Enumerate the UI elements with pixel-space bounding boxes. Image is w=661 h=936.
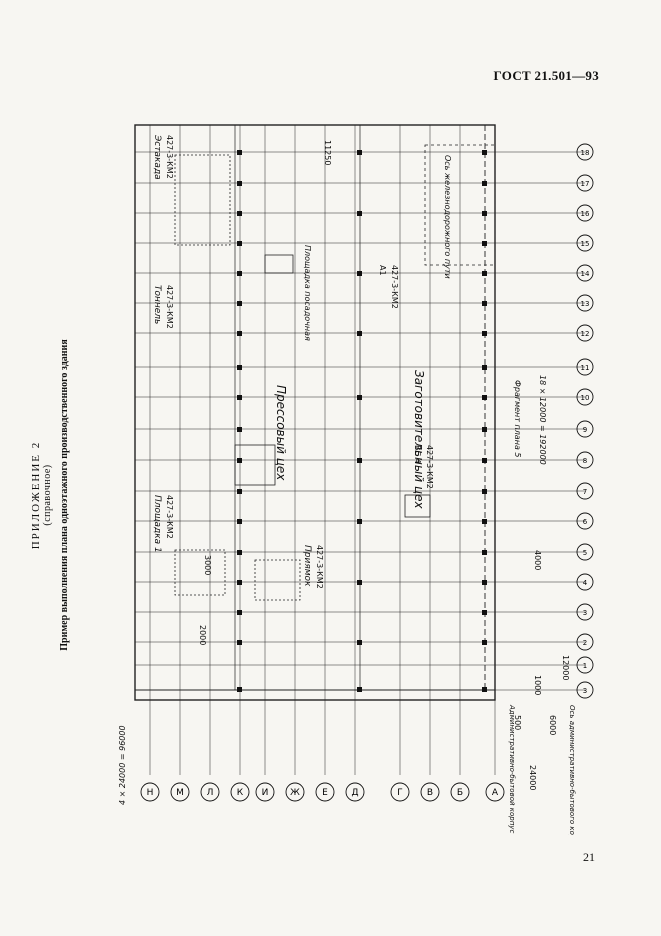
label-vs-code: 427-3-КМ2 [425, 445, 434, 489]
column-axis-label: 10 [581, 394, 590, 402]
row-axis-label: А [492, 788, 499, 798]
dimension-3000: 3000 [203, 555, 212, 575]
page-header-standard: ГОСТ 21.501—93 [493, 68, 599, 83]
label-bunker: Приямок [302, 545, 312, 587]
label-bunker-code: 427-3-КМ2 [315, 545, 324, 589]
column-axis-label: 8 [583, 457, 587, 465]
label-overpass: Эстакада [152, 134, 162, 180]
label-lantern-fragment: Фрагмент плана 5 [513, 380, 522, 457]
label-admin-axis: Ось административно-бытового корпуса [568, 705, 576, 835]
column-axis-label: 5 [583, 549, 587, 557]
building-outline [134, 124, 496, 701]
building-plan-drawing: Н М Л К И Ж Е Д Г В Б А 18 17 16 15 14 1… [118, 124, 594, 835]
row-axis-label: В [427, 788, 433, 798]
label-platform: Площадка 1 [152, 495, 162, 553]
column-axis-label: 7 [583, 488, 587, 496]
label-landing-platform: Площадка посадочная [303, 245, 312, 341]
row-axis-labels: Н М Л К И Ж Е Д Г В Б А [147, 788, 499, 798]
column-axis-label: 12 [581, 330, 590, 338]
label-platform-code: 427-3-КМ2 [165, 495, 174, 539]
row-axis-label: Н [147, 788, 154, 798]
column-axis-label: 17 [581, 180, 590, 188]
appendix-title: ПРИЛОЖЕНИЕ 2 [30, 440, 42, 550]
label-tunnel-code: 427-3-КМ2 [165, 285, 174, 329]
label-pressing-shop: Прессовый цех [274, 385, 288, 481]
column-axis-label: 3 [583, 609, 587, 617]
drawing-title: Пример выполнения плана одноэтажного про… [59, 339, 70, 651]
dimension-500: 500 [513, 715, 522, 730]
dimension-main-span: 18 × 12000 = 192000 [538, 375, 547, 465]
appendix-reference: (справочное) [42, 464, 53, 526]
label-a1: А1 [378, 265, 387, 276]
column-axis-label: 11 [581, 364, 590, 372]
row-axis-label: М [176, 788, 184, 798]
label-tunnel: Тоннель [152, 285, 162, 324]
column-axis-label: 1 [583, 662, 587, 670]
label-railway-axis: Ось железнодорожного пути [443, 155, 452, 279]
column-axis-label: 3 [583, 687, 587, 695]
row-axis-label: К [237, 788, 244, 798]
label-overpass-code: 427-3-КМ2 [165, 135, 174, 179]
dimension-2000: 2000 [198, 625, 207, 645]
structural-columns [237, 150, 487, 692]
column-axis-label: 4 [583, 579, 588, 587]
dimension-1000: 1000 [533, 675, 542, 695]
column-axis-label: 15 [581, 240, 590, 248]
dimension-11250: 11250 [323, 140, 332, 165]
column-axis-label: 2 [583, 639, 587, 647]
column-axis-markers [576, 143, 594, 699]
label-a1-code: 427-3-КМ2 [390, 265, 399, 309]
dimension-labels: 18 × 12000 = 192000 4 × 24000 = 96000 24… [118, 140, 570, 805]
column-axis-label: 16 [581, 210, 590, 218]
row-axis-label: Ж [290, 788, 300, 798]
row-axis-label: Е [322, 788, 328, 798]
column-axis-label: 18 [581, 149, 590, 157]
row-axis-label: Л [207, 788, 214, 798]
row-axis-label: И [262, 788, 269, 798]
column-axis-label: 14 [581, 270, 590, 278]
page-number: 21 [583, 850, 595, 864]
row-axis-label: Б [457, 788, 463, 798]
side-caption: ПРИЛОЖЕНИЕ 2 (справочное) Пример выполне… [28, 55, 98, 935]
column-axis-label: 9 [583, 426, 587, 434]
column-axis-label: 6 [583, 518, 588, 526]
column-axis-labels: 18 17 16 15 14 13 12 11 10 9 8 7 6 5 4 3… [581, 149, 590, 695]
dimension-24000: 24000 [528, 765, 537, 790]
row-axis-label: Г [397, 788, 403, 798]
dimension-4000: 4000 [533, 550, 542, 570]
column-axis-label: 13 [581, 300, 590, 308]
plan-labels: Прессовый цех Заготовительный цех Площад… [152, 134, 576, 835]
equipment-outlines [174, 144, 496, 601]
row-axis-markers [140, 782, 505, 802]
label-procurement-shop: Заготовительный цех [412, 370, 426, 509]
dimension-12000: 12000 [561, 655, 570, 680]
dimension-6000: 6000 [548, 715, 557, 735]
dimension-row-span: 4 × 24000 = 96000 [118, 725, 127, 805]
label-vs: ВС 4 [413, 445, 422, 464]
plan-outline [134, 124, 585, 775]
label-admin-building: Административно-бытовой корпус [508, 704, 516, 833]
row-axis-label: Д [351, 788, 358, 798]
